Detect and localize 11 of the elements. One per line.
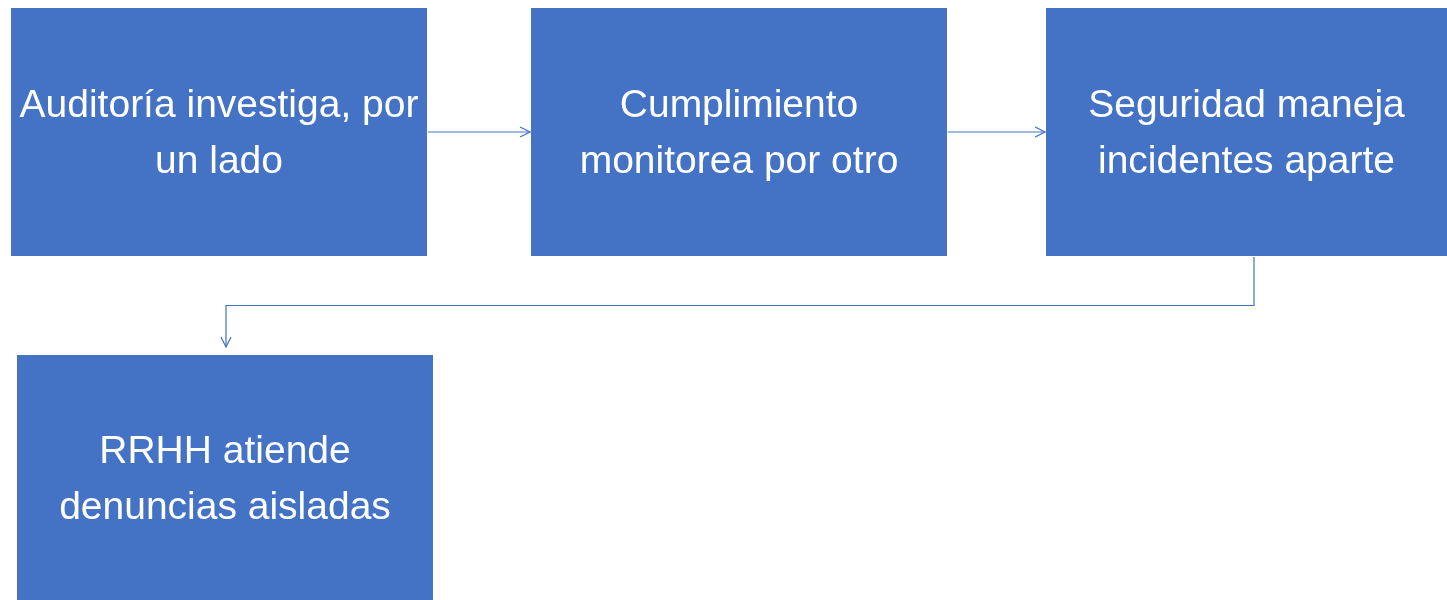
box-label: Seguridad maneja incidentes aparte (1087, 81, 1406, 183)
box-label: Auditoría investiga, por un lado (18, 81, 420, 183)
box-label: Cumplimiento monitorea por otro (578, 81, 900, 183)
box-label: RRHH atiende denuncias aisladas (58, 426, 392, 529)
arrow (427, 126, 531, 138)
arrow (220, 256, 1255, 348)
arrow (947, 126, 1046, 138)
process-box (1046, 8, 1447, 256)
process-box (531, 8, 947, 256)
process-box (17, 355, 433, 600)
process-box (11, 8, 427, 256)
